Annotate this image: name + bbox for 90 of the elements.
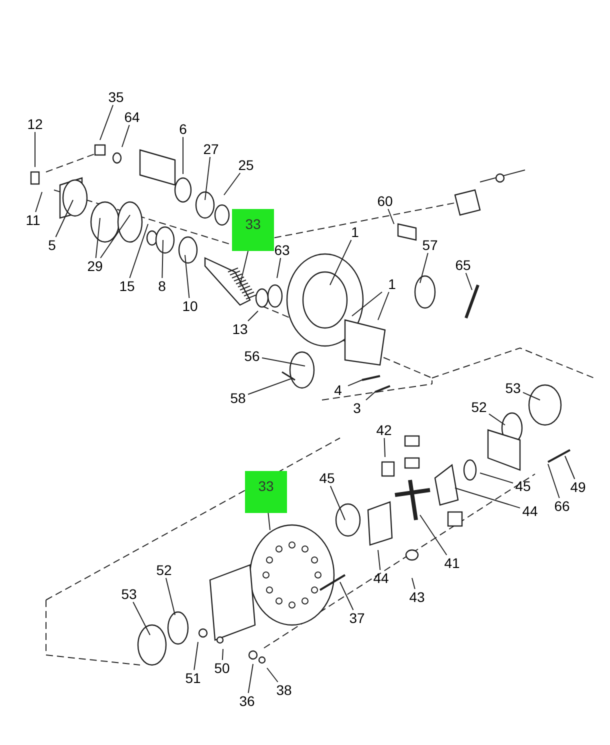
- callout-number: 64: [124, 110, 140, 124]
- callout-number: 44: [373, 571, 389, 585]
- leader-line: [268, 512, 270, 530]
- callout-number: 60: [377, 194, 393, 208]
- leader-line: [388, 208, 394, 224]
- leader-line: [55, 200, 74, 238]
- callout-number: 1: [388, 277, 396, 291]
- callout-number: 45: [319, 471, 335, 485]
- callout-number: 43: [409, 590, 425, 604]
- highlight-box: [232, 209, 274, 251]
- leader-line: [262, 357, 306, 366]
- leader-line: [352, 292, 382, 316]
- callout-number: 42: [376, 423, 392, 437]
- leader-line: [548, 464, 560, 498]
- leader-line: [420, 514, 448, 556]
- leader-line: [248, 310, 258, 322]
- callout-number: 10: [182, 299, 198, 313]
- callout-number: 33: [245, 217, 261, 231]
- leader-line: [122, 124, 130, 148]
- leader-line: [384, 438, 386, 458]
- leader-line: [488, 413, 506, 426]
- callout-number: 27: [203, 142, 219, 156]
- callout-number: 35: [108, 90, 124, 104]
- callout-number: 15: [119, 279, 135, 293]
- leader-line: [100, 214, 130, 258]
- callout-number: 52: [471, 400, 487, 414]
- leader-line: [348, 380, 362, 386]
- callout-number: 11: [26, 213, 40, 227]
- callout-number: 44: [522, 504, 538, 518]
- callout-number: 52: [156, 563, 172, 577]
- leader-line: [480, 472, 514, 484]
- callout-number: 3: [353, 401, 361, 415]
- leader-line: [340, 582, 354, 610]
- leader-line: [412, 578, 416, 590]
- leader-line: [204, 156, 211, 200]
- callout-number: 33: [258, 479, 274, 493]
- leader-line: [100, 104, 114, 140]
- leader-line: [95, 218, 100, 258]
- leader-line: [240, 250, 249, 286]
- leader-line: [454, 488, 520, 508]
- callout-number: 37: [349, 611, 365, 625]
- leader-line: [378, 292, 390, 320]
- callout-number: 8: [158, 279, 166, 293]
- leader-line: [222, 648, 224, 660]
- callout-number: 56: [244, 349, 260, 363]
- leader-line: [330, 240, 352, 286]
- leader-line: [465, 272, 472, 290]
- callout-number: 51: [185, 671, 201, 685]
- callout-number: 63: [274, 243, 290, 257]
- callout-number: 13: [232, 322, 248, 336]
- leader-line: [162, 240, 164, 278]
- callout-number: 25: [238, 158, 254, 172]
- leader-line: [420, 252, 428, 284]
- callout-number: 1: [351, 225, 359, 239]
- callout-number: 57: [422, 238, 438, 252]
- callout-number: 41: [444, 556, 460, 570]
- callout-number: 12: [27, 117, 43, 131]
- leader-line: [248, 378, 294, 395]
- callout-number: 36: [239, 694, 255, 708]
- leader-line: [276, 258, 282, 278]
- callout-number: 38: [276, 683, 292, 697]
- callout-number: 65: [455, 258, 471, 272]
- leader-line: [184, 254, 190, 298]
- leader-line: [35, 192, 42, 212]
- callout-number: 5: [48, 238, 56, 252]
- leader-line: [194, 642, 198, 670]
- leader-line: [248, 664, 254, 694]
- callout-number: 49: [570, 480, 586, 494]
- leader-line: [182, 136, 184, 174]
- callout-number: 58: [230, 391, 246, 405]
- callout-number: 53: [505, 381, 521, 395]
- leader-line: [366, 392, 376, 400]
- leader-line: [266, 668, 278, 682]
- callout-number: 45: [515, 479, 531, 493]
- callout-number: 66: [554, 499, 570, 513]
- leader-line: [564, 456, 576, 480]
- highlight-box: [245, 471, 287, 513]
- leader-line: [378, 550, 381, 570]
- leader-line: [522, 392, 540, 400]
- callout-number: 53: [121, 587, 137, 601]
- callout-number: 6: [179, 122, 187, 136]
- callout-number: 4: [334, 383, 342, 397]
- leader-line: [132, 602, 150, 636]
- leader-line: [129, 224, 148, 278]
- leader-line: [330, 486, 346, 520]
- leader-line: [34, 132, 36, 168]
- callout-number: 29: [87, 259, 103, 273]
- callout-number: 50: [214, 661, 230, 675]
- leader-line: [165, 578, 176, 616]
- leader-line: [224, 172, 241, 196]
